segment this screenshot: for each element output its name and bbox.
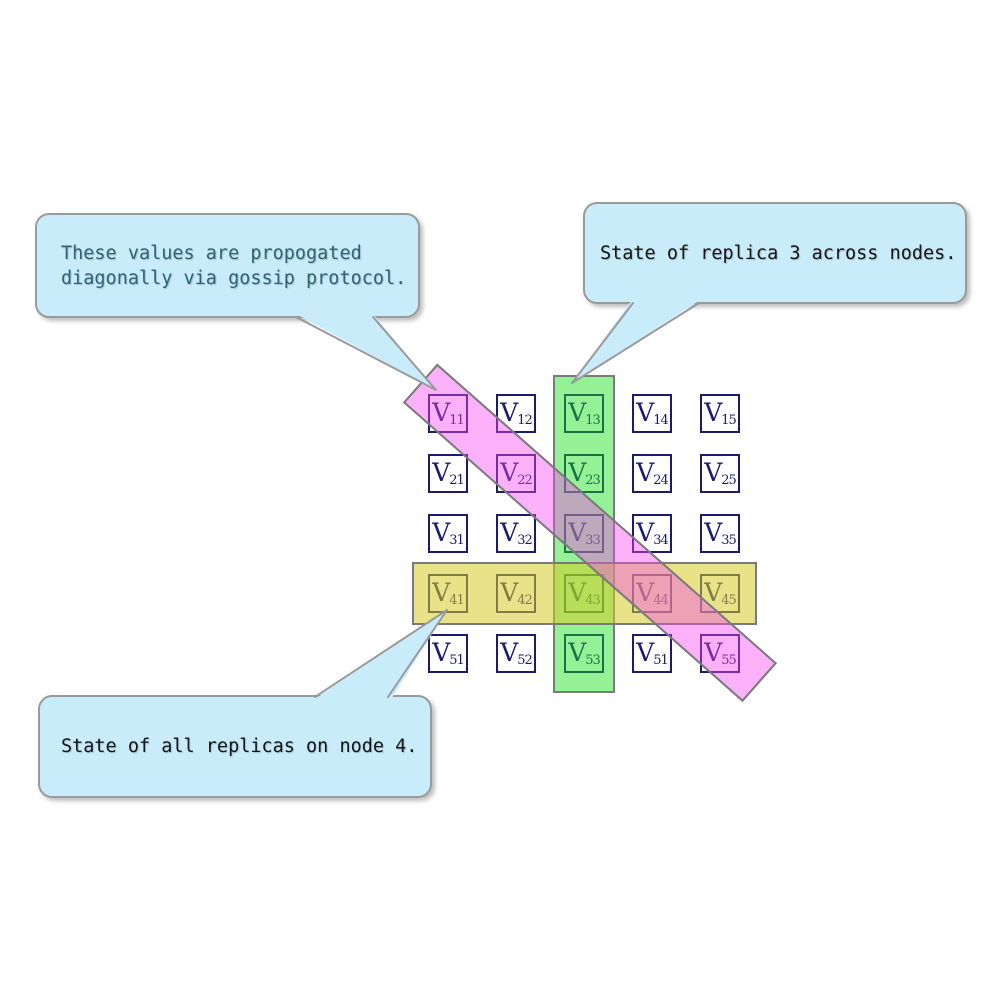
cell-label: V35: [704, 517, 737, 549]
matrix-cell-25: V25: [700, 454, 740, 493]
matrix-cell-52: V52: [496, 634, 536, 673]
cell-label: V34: [636, 517, 669, 549]
matrix-cell-12: V12: [496, 394, 536, 433]
cell-label: V53: [568, 637, 601, 669]
callout-tail-replica-edges: [571, 302, 700, 384]
callout-gossip-protocol: These values are propogated diagonally v…: [35, 213, 420, 318]
matrix-cell-54: V51: [632, 634, 672, 673]
callout-tail-gossip-edges: [295, 316, 437, 391]
cell-label: V25: [704, 457, 737, 489]
matrix-cell-14: V14: [632, 394, 672, 433]
callout-gossip-line1: These values are propogated: [61, 242, 362, 264]
cell-label: V51: [636, 637, 669, 669]
matrix-cell-34: V34: [632, 514, 672, 553]
callout-node-text: State of all replicas on node 4.: [61, 736, 418, 757]
cell-label: V15: [704, 397, 737, 429]
callout-gossip-line2: diagonally via gossip protocol.: [61, 267, 407, 289]
cell-label: V33: [568, 517, 601, 549]
callout-replica-3: State of replica 3 across nodes.: [583, 202, 967, 304]
matrix-cell-11: V11: [428, 394, 468, 433]
cell-label: V22: [500, 457, 533, 489]
matrix-cell-35: V35: [700, 514, 740, 553]
callout-replica-text: State of replica 3 across nodes.: [600, 242, 957, 264]
cell-label: V51: [432, 637, 465, 669]
replica-3-column-highlight: [553, 375, 615, 693]
cell-label: V12: [500, 397, 533, 429]
matrix-cell-53: V53: [564, 634, 604, 673]
node-4-row-highlight: [412, 562, 757, 625]
cell-label: V24: [636, 457, 669, 489]
callout-tail-replica: [572, 300, 700, 383]
cell-label: V32: [500, 517, 533, 549]
matrix-cell-51: V51: [428, 634, 468, 673]
matrix-cell-15: V15: [700, 394, 740, 433]
matrix-cell-55: V55: [700, 634, 740, 673]
cell-label: V52: [500, 637, 533, 669]
cell-label: V11: [432, 397, 465, 429]
cell-label: V31: [432, 517, 465, 549]
matrix-cell-24: V24: [632, 454, 672, 493]
cell-label: V13: [568, 397, 601, 429]
callout-tail-gossip: [296, 314, 436, 390]
cell-label: V55: [704, 637, 737, 669]
matrix-cell-32: V32: [496, 514, 536, 553]
matrix-cell-21: V21: [428, 454, 468, 493]
cell-label: V21: [432, 457, 465, 489]
matrix-cell-23: V23: [564, 454, 604, 493]
cell-label: V23: [568, 457, 601, 489]
matrix-cell-33: V33: [564, 514, 604, 553]
matrix-cell-22: V22: [496, 454, 536, 493]
cell-label: V14: [636, 397, 669, 429]
matrix-cell-31: V31: [428, 514, 468, 553]
callout-node-4: State of all replicas on node 4.: [38, 695, 432, 798]
matrix-cell-13: V13: [564, 394, 604, 433]
